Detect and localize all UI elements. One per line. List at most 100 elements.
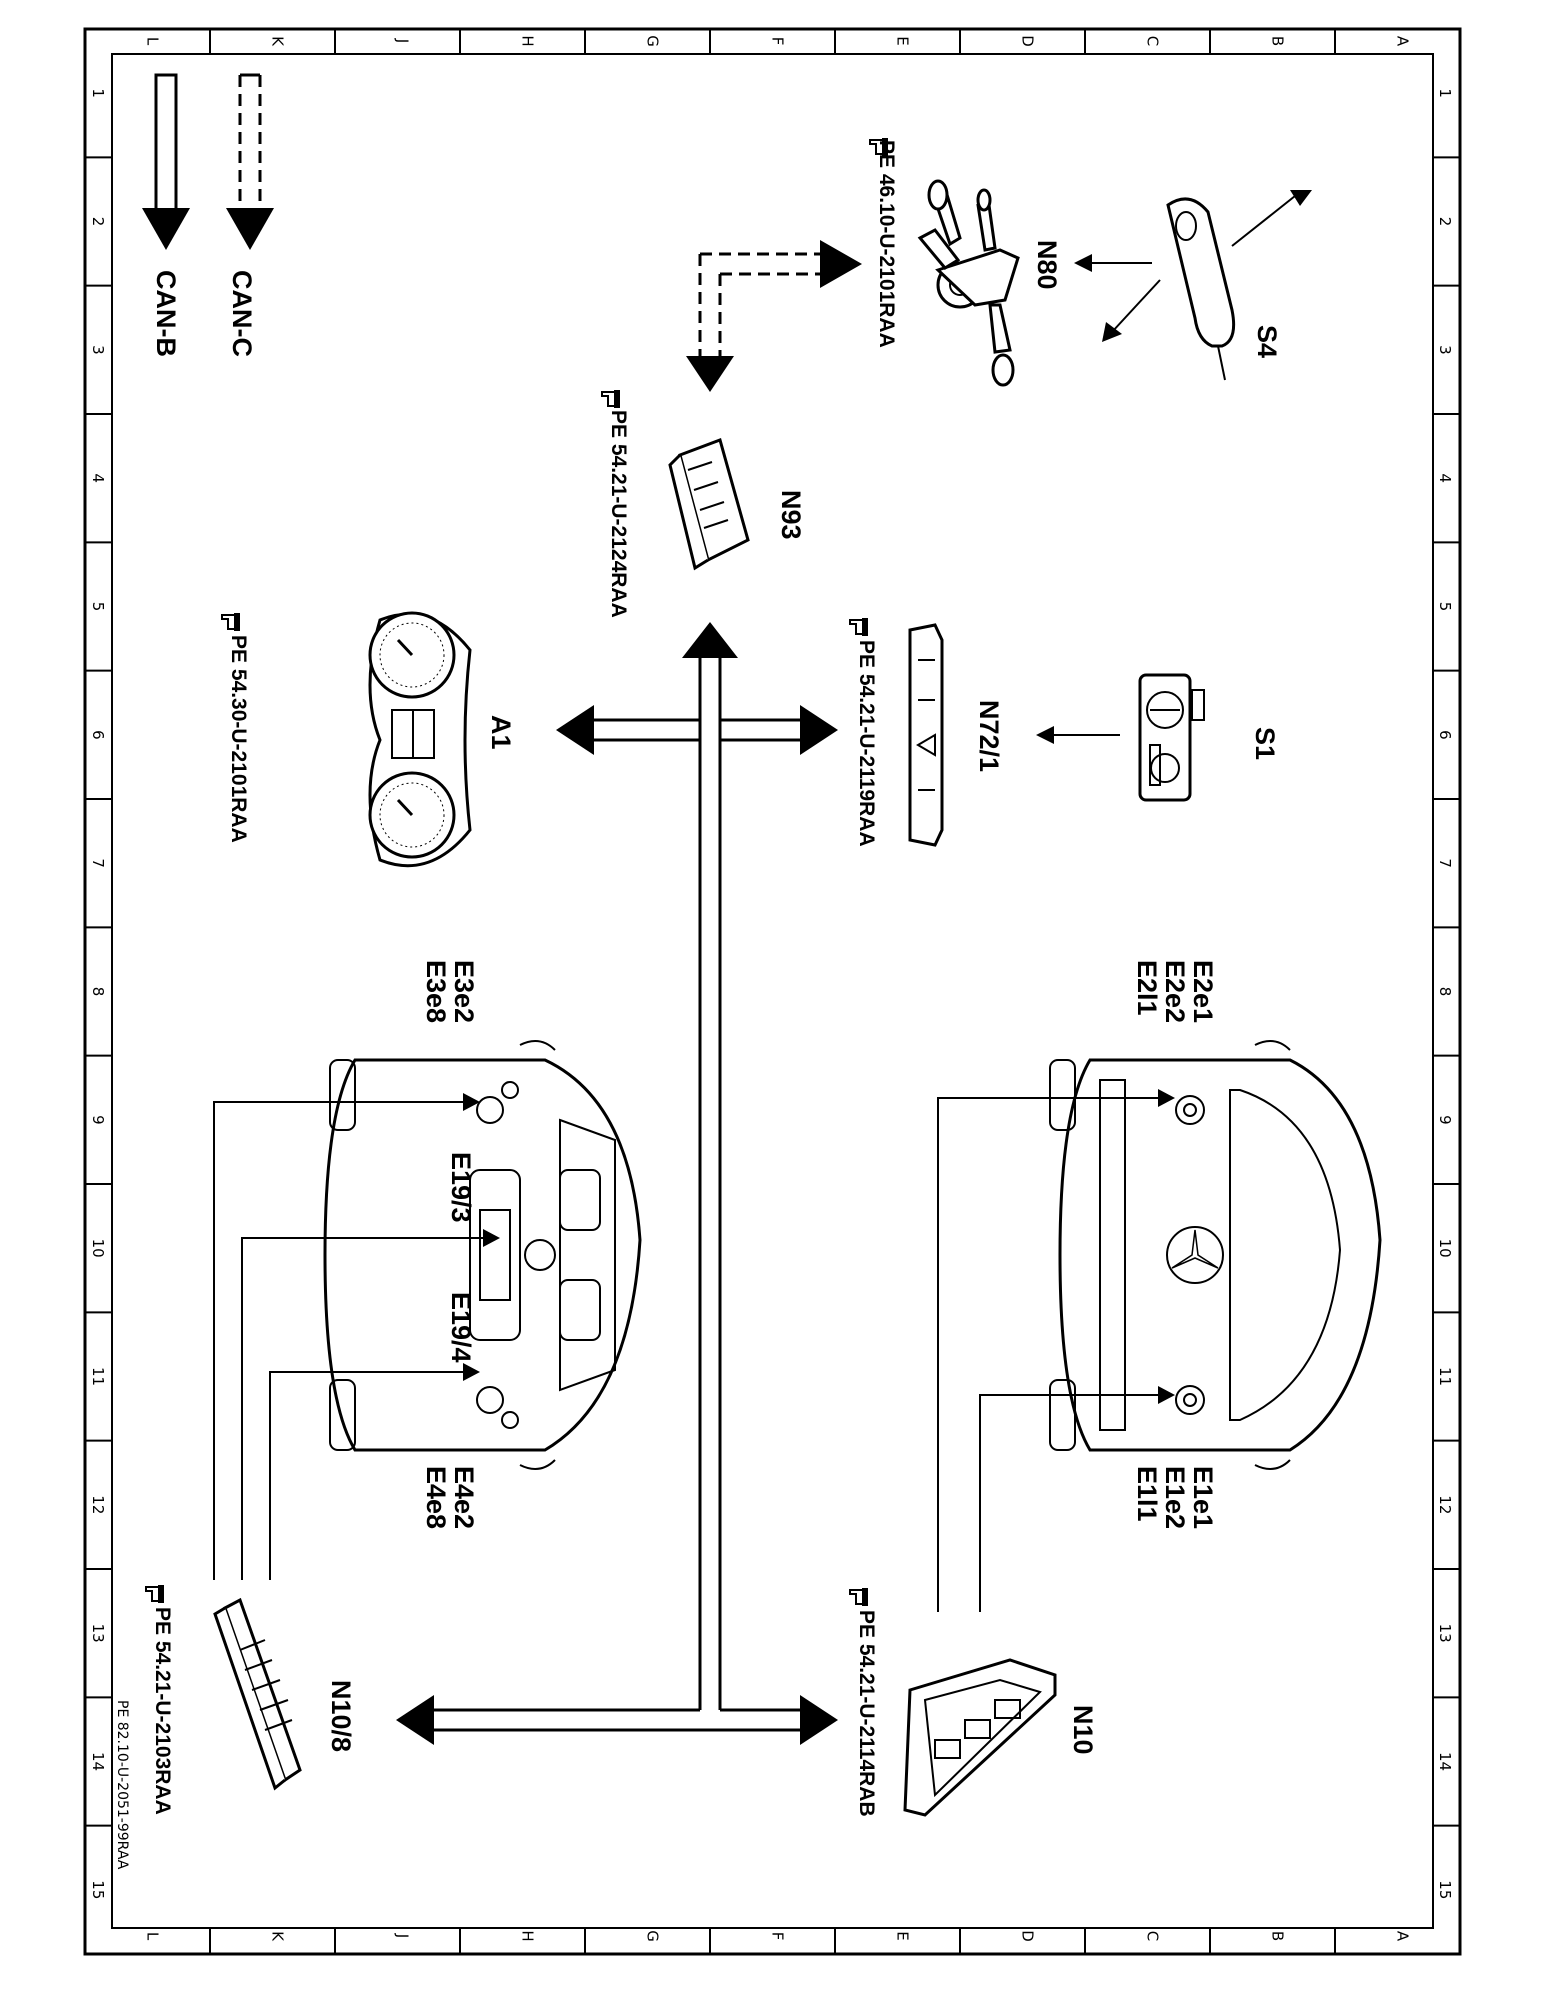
grid-letter-top: B [1269,36,1287,46]
grid-number-right: 12 [1436,1495,1454,1514]
can-c-label: CAN-C [227,270,257,357]
grid-letter-top: D [1019,35,1037,47]
can-b-label: CAN-B [151,270,181,357]
rear-right-label-1: E3e2 [449,960,479,1023]
arrowhead-n93-bottom [682,622,738,658]
front-right-label-3: E2l1 [1132,960,1162,1016]
grid-number-right: 8 [1436,987,1454,997]
grid-letter-top: L [144,37,162,46]
grid-letter-top: K [269,36,287,47]
grid-number-left: 3 [89,345,107,355]
grid-number-left: 1 [89,88,107,98]
n93-reference: PE 54.21-U-2124RAA [607,410,630,618]
grid-letter-top: H [519,35,537,46]
pointing-hand-icon [849,1588,868,1606]
grid-number-right: 14 [1436,1752,1454,1771]
grid-number-right: 5 [1436,602,1454,612]
grid-ticks [85,29,1460,1954]
grid-letter-bottom: B [1269,1931,1287,1941]
grid-letter-bottom: J [394,1933,412,1938]
grid-number-left: 5 [89,602,107,612]
grid-number-left: 4 [89,473,107,483]
grid-number-right: 4 [1436,473,1454,483]
arrowhead-a1 [556,705,594,755]
grid-letter-bottom: A [1394,1931,1412,1942]
front-left-label-1: E1e1 [1188,1466,1218,1529]
rear-left-label-2: E4e8 [421,1466,451,1529]
can-c-link [686,240,862,392]
grid-letter-bottom: C [1144,1931,1162,1941]
e19-3-label: E19/3 [446,1152,476,1223]
n10-8-reference: PE 54.21-U-2103RAA [151,1607,174,1815]
grid-letter-bottom: G [644,1930,662,1942]
arrowhead-n80 [820,240,862,288]
grid-number-left: 12 [89,1495,107,1514]
arrowhead-n10-8 [396,1695,434,1745]
n10-8-rear-sam [213,1597,302,1791]
grid-number-left: 7 [89,858,107,868]
grid-letter-top: A [1394,36,1412,47]
n10-8-lamp-wires [213,1093,500,1580]
n10-lamp-wires [937,1089,1175,1612]
s4-label: S4 [1252,325,1282,358]
grid-number-left: 6 [89,730,107,740]
s4-combination-switch [1074,190,1312,381]
can-b-bus [396,622,838,1745]
n80-steering-module [917,179,1020,387]
grid-letter-bottom: F [769,1932,787,1941]
n72-1-reference: PE 54.21-U-2119RAA [855,640,878,847]
n80-label: N80 [1032,240,1062,290]
grid-number-right: 11 [1436,1367,1454,1386]
front-right-label-2: E2e2 [1160,960,1190,1023]
grid-letter-bottom: D [1019,1930,1037,1942]
document-id: PE 82.10-U-2051-99RAA [114,1700,130,1870]
grid-number-right: 15 [1436,1880,1454,1899]
front-right-label-1: E2e1 [1188,960,1218,1023]
pointing-hand-icon [869,138,888,156]
grid-number-left: 14 [89,1752,107,1771]
can-c-legend-arrow [226,73,274,250]
grid-number-right: 9 [1436,1115,1454,1125]
vehicle-front-view [1049,1040,1382,1470]
n10-sam-module [903,1658,1057,1817]
n93-label: N93 [776,490,806,540]
grid-number-right: 1 [1436,88,1454,98]
n72-1-label: N72/1 [974,700,1004,772]
grid-number-right: 3 [1436,345,1454,355]
a1-label: A1 [486,715,516,750]
grid-number-left: 15 [89,1880,107,1899]
front-left-label-2: E1e2 [1160,1466,1190,1529]
grid-letter-top: E [894,36,912,45]
pointing-hand-icon [601,390,620,408]
front-left-label-3: E1l1 [1132,1466,1162,1522]
n93-gateway [668,438,750,571]
a1-reference: PE 54.30-U-2101RAA [227,635,250,843]
pointing-hand-icon [221,613,240,631]
grid-number-right: 7 [1436,858,1454,868]
n10-8-label: N10/8 [326,1680,356,1752]
grid-number-left: 10 [89,1239,107,1258]
n80-reference: PE 46.10-U-2101RAA [875,140,898,348]
grid-number-right: 10 [1436,1239,1454,1258]
n72-1-switch-panel [908,623,944,847]
grid-letter-top: C [1144,36,1162,46]
vehicle-rear-view [323,1040,642,1470]
grid-letter-bottom: E [894,1931,912,1940]
grid-number-right: 2 [1436,217,1454,227]
a1-instrument-cluster [368,611,472,868]
grid-letter-top: G [644,35,662,47]
pointing-hand-icon [145,1585,164,1603]
arrowhead-n72 [800,705,838,755]
inner-frame [111,53,1434,1929]
e19-4-label: E19/4 [446,1292,476,1363]
grid-number-left: 9 [89,1115,107,1125]
rear-left-label-1: E4e2 [449,1466,479,1529]
s1-light-switch [1138,673,1205,802]
rear-right-label-2: E3e8 [421,960,451,1023]
grid-number-left: 8 [89,987,107,997]
arrowhead-n10 [800,1695,838,1745]
grid-letter-bottom: H [519,1930,537,1941]
grid-letter-bottom: K [269,1931,287,1942]
